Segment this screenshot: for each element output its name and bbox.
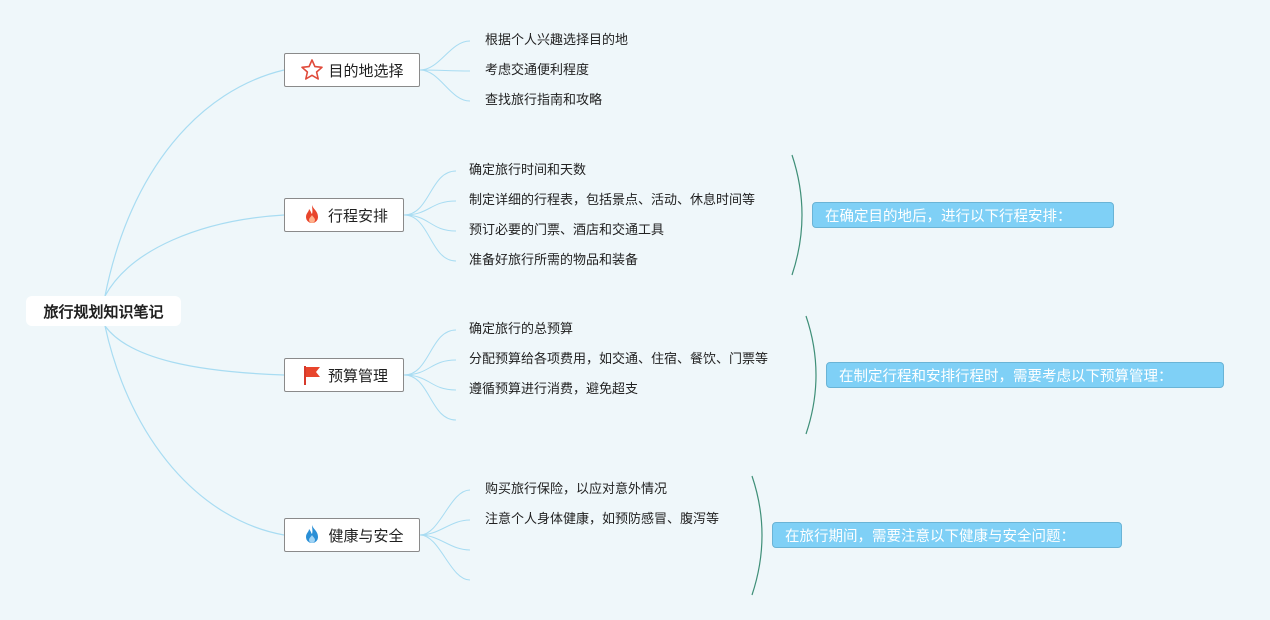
list-item: 遵循预算进行消费，避免超支 — [469, 382, 639, 397]
topic-budget[interactable]: 预算管理 — [284, 358, 404, 392]
list-item: 确定旅行时间和天数 — [469, 163, 587, 178]
topic-label: 预算管理 — [327, 366, 388, 385]
list-item: 考虑交通便利程度 — [485, 63, 590, 78]
list-item: 查找旅行指南和攻略 — [485, 93, 603, 108]
topic-destination[interactable]: 目的地选择 — [284, 53, 420, 87]
topic-health-safety[interactable]: 健康与安全 — [284, 518, 420, 552]
topic-label: 健康与安全 — [328, 526, 404, 545]
list-item: 预订必要的门票、酒店和交通工具 — [469, 223, 665, 238]
list-item: 确定旅行的总预算 — [469, 322, 574, 337]
topic-label: 目的地选择 — [328, 61, 404, 80]
fire-icon — [300, 203, 324, 227]
blue-fire-icon — [300, 523, 324, 547]
list-item: 分配预算给各项费用，如交通、住宿、餐饮、门票等 — [469, 352, 769, 367]
summary-itinerary[interactable]: 在确定目的地后，进行以下行程安排： — [812, 202, 1114, 228]
topic-itinerary[interactable]: 行程安排 — [284, 198, 404, 232]
list-item: 购买旅行保险，以应对意外情况 — [485, 482, 668, 497]
summary-health-safety[interactable]: 在旅行期间，需要注意以下健康与安全问题： — [772, 522, 1122, 548]
topic-label: 行程安排 — [327, 206, 388, 225]
red-flag-icon — [300, 363, 324, 387]
list-item: 准备好旅行所需的物品和装备 — [469, 253, 639, 268]
root-topic[interactable]: 旅行规划知识笔记 — [26, 296, 181, 326]
star-icon — [300, 58, 324, 82]
summary-budget[interactable]: 在制定行程和安排行程时，需要考虑以下预算管理： — [826, 362, 1224, 388]
list-item: 制定详细的行程表，包括景点、活动、休息时间等 — [469, 193, 756, 208]
list-item: 根据个人兴趣选择目的地 — [485, 33, 629, 48]
list-item: 注意个人身体健康，如预防感冒、腹泻等 — [485, 512, 720, 527]
